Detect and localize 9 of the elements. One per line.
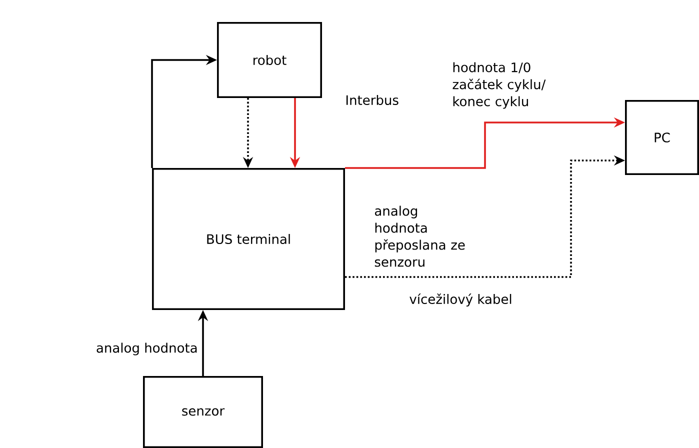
process-box: BUS terminal: [152, 168, 345, 310]
cable-label: vícežilový kabel: [410, 293, 512, 307]
edge-label: analog hodnota přeposlana ze senzoru: [374, 206, 465, 267]
process-box: PC: [625, 100, 699, 175]
edge-label: hodnota 1/0 začátek cyklu/ konec cyklu: [452, 62, 546, 109]
edge-label: Interbus: [346, 94, 398, 106]
process-box: senzor: [143, 376, 263, 448]
edge-label: analog hodnota: [96, 342, 197, 356]
process-box: robot: [217, 22, 322, 98]
